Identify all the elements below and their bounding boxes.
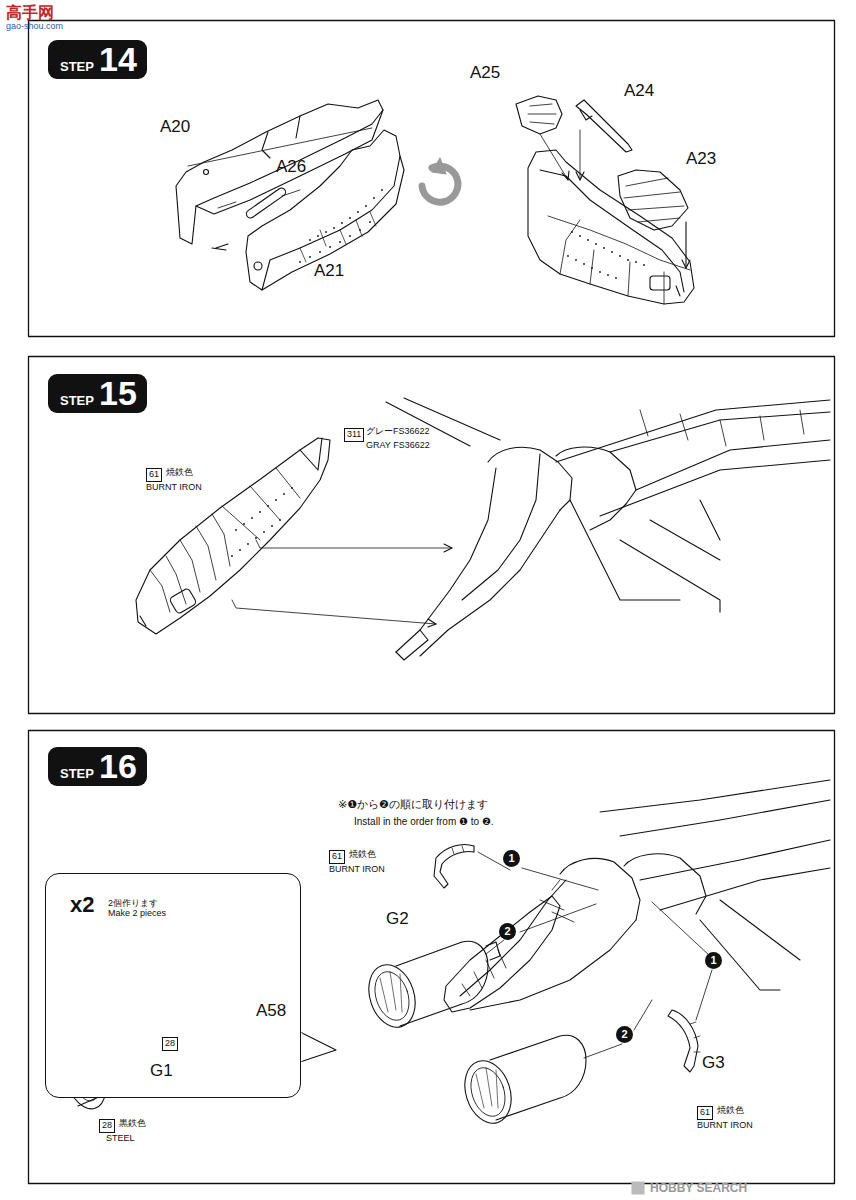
assembly-note: Install in the order from ❶ to ❷. <box>354 816 494 827</box>
step-badge: STEP 14 <box>48 40 147 79</box>
part-number: A23 <box>686 150 716 169</box>
part-number: A26 <box>276 158 306 177</box>
color-code: 61 <box>149 469 159 479</box>
color-code-box: 28 <box>162 1037 178 1051</box>
color-code-box: 61 <box>146 468 162 482</box>
step-number: 16 <box>99 749 137 783</box>
watermark: gao-shou.com <box>6 22 63 32</box>
color-name: 焼鉄色 <box>349 850 376 860</box>
order-number-text: 1 <box>710 954 716 966</box>
color-name: 焼鉄色 <box>166 468 193 478</box>
color-code-box: 61 <box>697 1106 713 1120</box>
watermark: 高手网 <box>6 4 54 22</box>
color-name: GRAY FS36622 <box>366 441 430 451</box>
step-badge: STEP 16 <box>48 747 147 786</box>
color-name: BURNT IRON <box>146 483 202 493</box>
step-badge: STEP 15 <box>48 374 147 413</box>
color-code-box: 28 <box>99 1119 115 1133</box>
part-number: G1 <box>150 1062 173 1081</box>
step-word: STEP <box>60 393 94 408</box>
order-number: 1 <box>705 952 722 969</box>
quantity-mark: x2 <box>70 892 94 917</box>
part-number: G2 <box>386 910 409 929</box>
color-code: 61 <box>700 1107 710 1117</box>
step-number: 15 <box>99 376 137 410</box>
step-number: 14 <box>99 42 137 76</box>
note-text: 2個作ります Make 2 pieces <box>108 898 180 919</box>
step-word: STEP <box>60 59 94 74</box>
color-code: 28 <box>102 1120 112 1130</box>
part-number: A24 <box>624 82 654 101</box>
part-number: G3 <box>702 1054 725 1073</box>
color-code-box: 311 <box>344 428 364 442</box>
color-name: 焼鉄色 <box>717 1106 744 1116</box>
color-code: 28 <box>165 1038 175 1048</box>
color-name: BURNT IRON <box>697 1121 753 1131</box>
color-code: 61 <box>332 851 342 861</box>
color-name: グレーFS36622 <box>366 427 430 437</box>
part-number: A20 <box>160 118 190 137</box>
step-word: STEP <box>60 766 94 781</box>
order-number-text: 2 <box>504 925 510 937</box>
order-number-text: 1 <box>508 852 514 864</box>
order-number: 1 <box>503 850 520 867</box>
order-number: 2 <box>616 1026 633 1043</box>
detail-inset: x2 2個作ります Make 2 pieces 28 <box>45 873 301 1098</box>
color-code: 311 <box>347 429 361 439</box>
color-name: 黒鉄色 <box>119 1119 146 1129</box>
color-name: BURNT IRON <box>329 865 385 875</box>
part-number: A21 <box>314 262 344 281</box>
assembly-note: ※❶から❷の順に取り付けます <box>338 798 488 810</box>
order-number-text: 2 <box>621 1028 627 1040</box>
part-number: A25 <box>470 64 500 83</box>
order-number: 2 <box>499 923 516 940</box>
part-number: A58 <box>256 1002 286 1021</box>
watermark: HOBBY SEARCH <box>650 1182 747 1195</box>
color-name: STEEL <box>106 1134 135 1144</box>
color-code-box: 61 <box>329 850 345 864</box>
